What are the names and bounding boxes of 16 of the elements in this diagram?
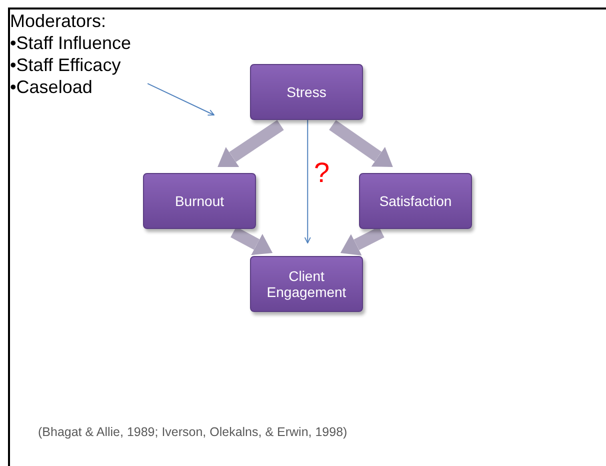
block-arrow: [218, 120, 284, 167]
block-arrow: [230, 226, 273, 253]
block-arrow: [340, 226, 384, 253]
process-box: Burnout: [143, 173, 256, 229]
process-box: Client Engagement: [250, 256, 363, 312]
bullet-item: •Caseload: [10, 76, 94, 98]
arrow: [304, 120, 311, 244]
arrow: [147, 83, 214, 116]
bullet-item: •Staff Efficacy: [10, 54, 122, 76]
process-box: Satisfaction: [359, 173, 472, 229]
citation: (Bhagat & Allie, 1989; Iverson, Olekalns, & Erwin, 1998): [38, 425, 348, 439]
edge-label: ?: [314, 158, 330, 188]
bullet-item: •Staff Influence: [10, 32, 132, 54]
process-box: Stress: [250, 64, 363, 120]
block-arrow: [329, 120, 393, 167]
heading: Moderators:: [10, 10, 108, 32]
